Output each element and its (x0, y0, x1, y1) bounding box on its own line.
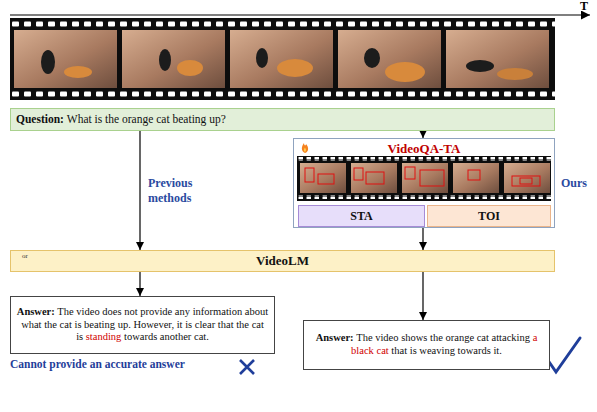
text-heading: Answer: (17, 306, 55, 317)
axis-label: T (580, 0, 588, 14)
cross-mark (240, 360, 254, 374)
text-content: VideoLM (256, 253, 309, 269)
flow-arrow (422, 228, 423, 250)
check-mark (545, 338, 580, 372)
node-text: The video shows the orange cat attacking (356, 332, 530, 343)
text-heading: Answer: (316, 332, 354, 343)
node-text: VideoLM (256, 253, 309, 268)
icon-label: or (22, 252, 28, 260)
text-content: STA (350, 209, 372, 223)
verdict-label: Cannot provide an accurate answer (10, 358, 185, 370)
node-text: towards another cat. (124, 331, 209, 342)
flow-arrow (139, 272, 140, 296)
text-heading: Question: (16, 113, 64, 125)
model-band: VideoLM (10, 250, 555, 272)
answer-box: Answer:The video shows the orange cat at… (303, 320, 550, 370)
text-content: TOI (478, 209, 500, 223)
flow-arrow (422, 131, 423, 138)
component-box: STA (298, 205, 425, 227)
node-text: VideoQA-TA (388, 141, 461, 156)
text-content: Question:What is the orange cat beating … (16, 113, 226, 127)
trainable-icon (302, 143, 308, 153)
node-text: that is weaving towards it. (391, 345, 502, 356)
text-content: VideoQA-TA (299, 141, 549, 157)
flow-arrow (139, 131, 140, 250)
time-axis (10, 14, 590, 15)
node-text: TOI (478, 209, 500, 223)
text-content: Answer:The video shows the orange cat at… (309, 332, 544, 357)
edge-label: Previous methods (148, 176, 214, 205)
question-box: Question:What is the orange cat beating … (10, 108, 555, 131)
film-strip-small (297, 156, 551, 201)
node-text: What is the orange cat beating up? (67, 113, 226, 125)
film-strip (10, 18, 555, 100)
method-label: Ours (561, 176, 587, 191)
flow-arrow (422, 272, 423, 320)
node-text: STA (350, 209, 372, 223)
answer-box: Answer:The video does not provide any in… (10, 296, 275, 354)
node-text: standing (86, 331, 122, 342)
module-box: VideoQA-TA STA TOI (293, 138, 555, 228)
text-content: Answer:The video does not provide any in… (16, 306, 269, 344)
component-box: TOI (427, 205, 551, 227)
